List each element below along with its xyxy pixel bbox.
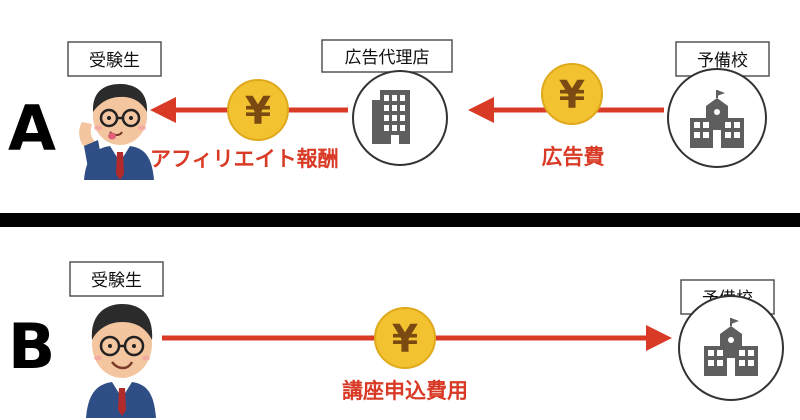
yen-symbol: ¥ xyxy=(245,89,271,133)
panel-a: A 受験生 xyxy=(8,39,770,180)
flow-label-ad-cost: 広告費 xyxy=(542,145,605,169)
panel-b-letter: B xyxy=(8,310,55,383)
school-building-icon xyxy=(690,90,744,148)
office-building-icon xyxy=(372,90,410,144)
agency-label-box: 広告代理店 xyxy=(321,39,453,73)
flow-label-affiliate-reward: アフィリエイト報酬 xyxy=(150,147,339,171)
yen-coin-icon: ¥ xyxy=(541,63,603,125)
flow-label-course-fee: 講座申込費用 xyxy=(342,379,468,403)
student-label-box: 受験生 xyxy=(67,41,162,77)
panel-b: B 受験生 予備校 xyxy=(8,261,784,418)
student-thinking-icon xyxy=(79,84,154,180)
student-label-box: 受験生 xyxy=(69,261,164,297)
student-label: 受験生 xyxy=(89,51,140,71)
yen-coin-icon: ¥ xyxy=(374,307,436,369)
yen-coin-icon: ¥ xyxy=(227,79,289,141)
yen-symbol: ¥ xyxy=(559,73,585,117)
student-smiling-icon xyxy=(86,304,156,418)
agency-label: 広告代理店 xyxy=(345,48,430,68)
yen-symbol: ¥ xyxy=(392,317,418,361)
school-building-icon xyxy=(704,318,758,376)
agency-node xyxy=(352,70,448,166)
school-label: 予備校 xyxy=(697,51,748,71)
school-node xyxy=(678,295,784,401)
student-label: 受験生 xyxy=(91,271,142,291)
panel-a-letter: A xyxy=(8,92,56,165)
section-divider xyxy=(0,213,800,227)
school-node xyxy=(667,68,767,168)
